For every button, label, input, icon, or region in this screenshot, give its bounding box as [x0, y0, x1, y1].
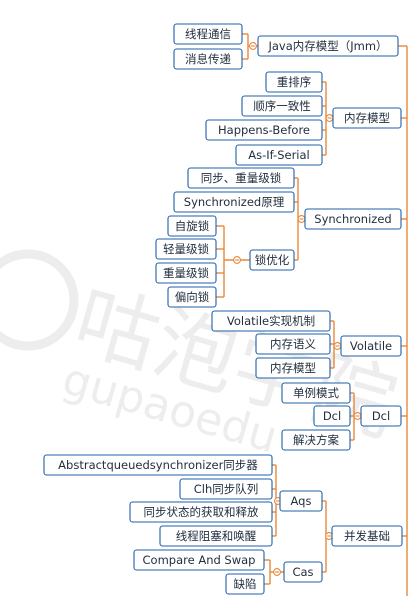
- node-label: 单例模式: [293, 386, 339, 400]
- node-label: Volatile实现机制: [227, 314, 315, 328]
- node-memory-model[interactable]: 内存模型: [332, 107, 402, 129]
- sub-branch-node[interactable]: 锁优化: [249, 249, 295, 271]
- leaf-node[interactable]: 同步、重量级锁: [187, 167, 295, 189]
- node-label: As-If-Serial: [248, 148, 310, 162]
- node-dcl[interactable]: Dcl: [360, 405, 402, 427]
- node-label: 内存语义: [270, 337, 316, 351]
- sub-branch-node[interactable]: Cas: [283, 561, 323, 583]
- leaf-node[interactable]: 内存模型: [255, 357, 331, 379]
- leaf-node[interactable]: 顺序一致性: [241, 95, 323, 117]
- leaf-node[interactable]: 同步状态的获取和释放: [129, 501, 273, 523]
- node-label: 顺序一致性: [253, 99, 311, 113]
- node-label: 偏向锁: [175, 290, 210, 304]
- leaf-node[interactable]: Happens-Before: [205, 119, 323, 141]
- node-label: Volatile: [350, 339, 392, 353]
- leaf-node[interactable]: Clh同步队列: [179, 478, 273, 500]
- node-label: 自旋锁: [175, 219, 210, 233]
- leaf-node[interactable]: Dcl: [313, 405, 351, 427]
- leaf-node[interactable]: 偏向锁: [167, 286, 217, 308]
- node-label: Dcl: [372, 409, 390, 423]
- sub-branch-node[interactable]: Aqs: [279, 490, 323, 512]
- leaf-node[interactable]: Volatile实现机制: [211, 310, 331, 332]
- collapse-toggle-icon[interactable]: [273, 568, 281, 576]
- node-label: 线程通信: [185, 27, 231, 41]
- leaf-node[interactable]: 内存语义: [255, 333, 331, 355]
- node-label: Java内存模型（Jmm）: [267, 39, 387, 53]
- node-label: Synchronized: [314, 212, 391, 226]
- node-label: Aqs: [291, 494, 312, 508]
- collapse-toggle-icon[interactable]: [325, 114, 334, 122]
- connector-lines: [216, 33, 408, 596]
- collapse-toggle-icon[interactable]: [333, 342, 342, 350]
- node-volatile[interactable]: Volatile: [340, 335, 402, 357]
- collapse-toggle-icon[interactable]: [353, 412, 362, 420]
- collapse-toggle-icon[interactable]: [233, 256, 241, 264]
- node-label: Clh同步队列: [194, 482, 259, 496]
- node-label: 锁优化: [255, 253, 290, 267]
- node-label: Happens-Before: [218, 123, 310, 137]
- node-label: 同步状态的获取和释放: [144, 505, 259, 519]
- leaf-node[interactable]: 线程通信: [173, 23, 243, 45]
- leaf-node[interactable]: 自旋锁: [167, 215, 217, 237]
- collapse-toggle-icon[interactable]: [249, 42, 257, 50]
- leaf-node[interactable]: As-If-Serial: [235, 144, 323, 166]
- node-label: 解决方案: [293, 433, 339, 447]
- node-label: 重排序: [277, 75, 312, 89]
- node-synchronized[interactable]: Synchronized: [304, 208, 402, 230]
- leaf-node[interactable]: Abstractqueuedsynchronizer同步器: [43, 454, 273, 476]
- leaf-node[interactable]: 重排序: [265, 71, 323, 93]
- node-label: 并发基础: [344, 529, 390, 543]
- node-label: 同步、重量级锁: [201, 171, 282, 185]
- node-label: Dcl: [323, 409, 341, 423]
- leaf-node[interactable]: Compare And Swap: [133, 549, 265, 571]
- collapse-toggle-icon[interactable]: [325, 532, 333, 540]
- node-label: Synchronized原理: [184, 195, 285, 209]
- node-label: 缺陷: [234, 577, 257, 591]
- node-label: Compare And Swap: [143, 553, 256, 567]
- leaf-node[interactable]: 缺陷: [225, 573, 265, 595]
- node-jmm[interactable]: Java内存模型（Jmm）: [257, 35, 399, 57]
- node-label: 内存模型: [344, 111, 390, 125]
- leaf-node[interactable]: 消息传递: [173, 48, 243, 70]
- node-label: Abstractqueuedsynchronizer同步器: [58, 458, 258, 472]
- leaf-node[interactable]: 轻量级锁: [155, 238, 217, 260]
- collapse-toggle-icon[interactable]: [297, 215, 306, 223]
- node-label: Cas: [292, 565, 313, 579]
- leaf-node[interactable]: 线程阻塞和唤醒: [159, 525, 273, 547]
- leaf-node[interactable]: 重量级锁: [155, 262, 217, 284]
- node-label: 重量级锁: [163, 266, 209, 280]
- leaf-node[interactable]: 解决方案: [281, 429, 351, 451]
- node-label: 消息传递: [185, 52, 231, 66]
- leaf-node[interactable]: 单例模式: [281, 382, 351, 404]
- leaf-node[interactable]: Synchronized原理: [173, 191, 295, 213]
- node-label: 轻量级锁: [163, 242, 209, 256]
- node-concurrency-basics[interactable]: 并发基础: [331, 525, 403, 547]
- node-label: 内存模型: [270, 361, 316, 375]
- node-label: 线程阻塞和唤醒: [176, 529, 257, 543]
